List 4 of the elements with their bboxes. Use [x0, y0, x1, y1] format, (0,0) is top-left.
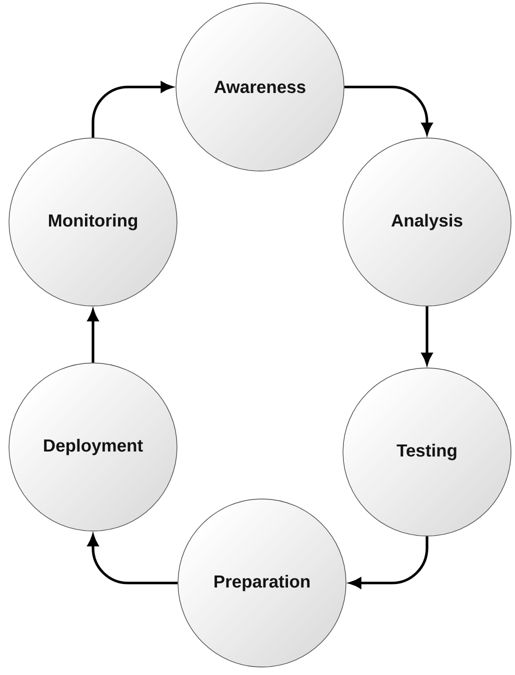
arrow [344, 86, 432, 134]
arrow [92, 82, 172, 138]
arrow [422, 306, 432, 364]
arrow [350, 536, 428, 588]
